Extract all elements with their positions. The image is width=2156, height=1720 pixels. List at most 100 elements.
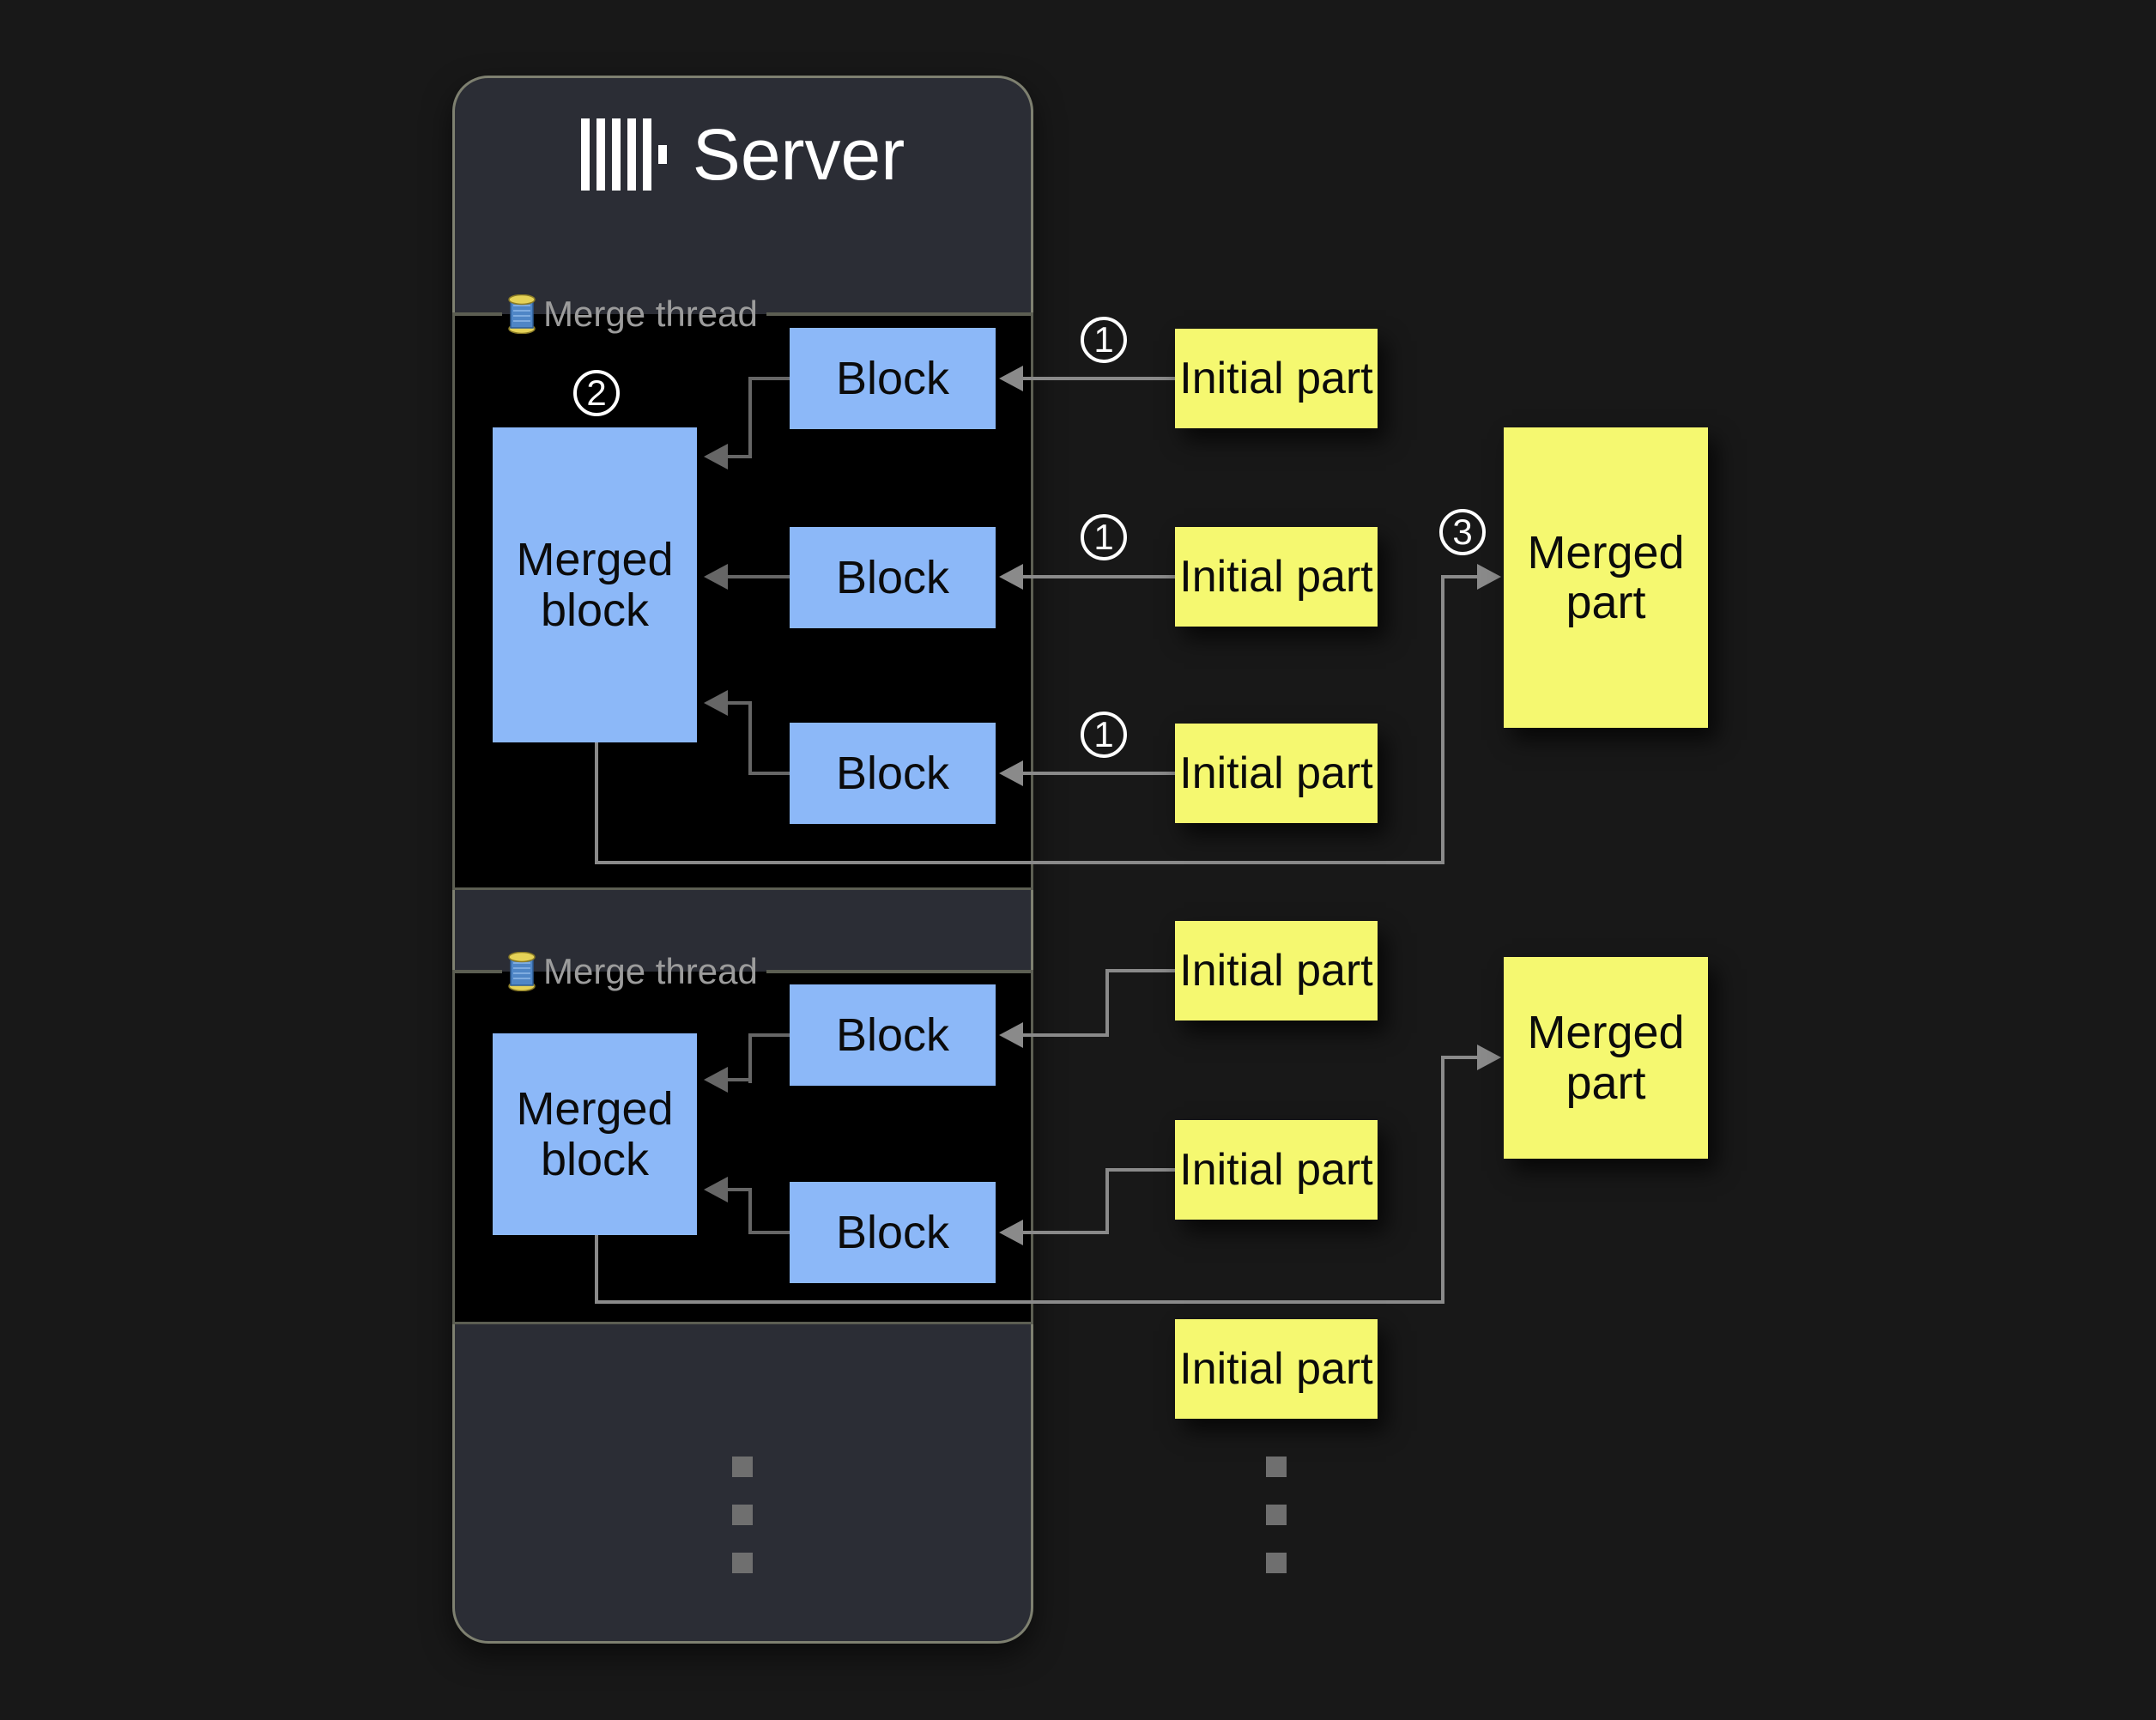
legend-line-right: [766, 970, 1033, 973]
merged-part-label: Merged part: [1527, 1007, 1685, 1109]
logo-dot: [657, 145, 667, 164]
arrowhead-into-merged-block: [704, 564, 728, 590]
connector-block1-drop: [748, 377, 752, 458]
merged-block-label: Merged block: [516, 1083, 674, 1185]
step-1-badge: 1: [1081, 317, 1127, 363]
connector-initial4-drop: [1105, 969, 1109, 1037]
connector-block2-entry: [726, 575, 790, 578]
initial-part-3: Initial part: [1175, 724, 1378, 823]
initial-part-label: Initial part: [1179, 748, 1373, 798]
connector-initial4-entry: [1021, 1033, 1107, 1037]
initial-part-4: Initial part: [1175, 921, 1378, 1020]
initial-part-label: Initial part: [1179, 353, 1373, 403]
connector-mergedblock2-down: [595, 1235, 598, 1304]
connector-mergedblock1-across: [595, 861, 1444, 864]
legend-line-left: [452, 970, 502, 973]
step-2-badge: 2: [573, 370, 620, 416]
block-label: Block: [835, 352, 950, 404]
connector-block4-entry: [726, 1078, 750, 1081]
block-label: Block: [835, 551, 950, 603]
connector-block1-entry: [726, 455, 750, 458]
legend-line-left: [452, 312, 502, 316]
block-5: Block: [790, 1182, 996, 1283]
arrowhead-into-block: [999, 1220, 1023, 1245]
block-1: Block: [790, 328, 996, 429]
arrowhead-into-block: [999, 760, 1023, 786]
block-label: Block: [835, 1008, 950, 1061]
merged-part-2: Merged part: [1504, 957, 1708, 1159]
merged-part-label: Merged part: [1527, 526, 1685, 628]
logo-bar: [642, 118, 651, 191]
arrowhead-into-merged-part: [1477, 1045, 1501, 1070]
thread-spool-icon: [508, 294, 536, 334]
connector-initial5-stub: [1107, 1168, 1176, 1172]
initial-part-label: Initial part: [1179, 1343, 1373, 1394]
arrowhead-into-block: [999, 366, 1023, 391]
merged-block-1: Merged block: [493, 427, 697, 742]
connector-initial3-to-block: [1021, 772, 1176, 775]
thread-spool-icon: [508, 952, 536, 991]
ellipsis-dot: [1266, 1457, 1287, 1477]
arrowhead-into-merged-block: [704, 444, 728, 469]
connector-block1-stub: [750, 377, 790, 380]
logo-bar: [580, 118, 590, 191]
connector-block3-rise: [748, 701, 752, 775]
block-label: Block: [835, 747, 950, 799]
connector-mergedpart2-entry: [1441, 1056, 1479, 1059]
step-number: 1: [1093, 714, 1114, 754]
step-number: 2: [586, 372, 607, 413]
connector-mergedblock1-down: [595, 742, 598, 864]
connector-mergedpart1-entry: [1441, 575, 1479, 578]
logo-bar: [611, 118, 621, 191]
connector-initial1-to-block: [1021, 377, 1176, 380]
initial-part-label: Initial part: [1179, 1144, 1373, 1195]
server-header: Server: [452, 112, 1033, 197]
ellipsis-dot: [1266, 1505, 1287, 1525]
ellipsis-dot: [732, 1553, 753, 1573]
connector-block5-rise: [748, 1188, 752, 1234]
logo-bar: [627, 118, 636, 191]
connector-block4-drop: [748, 1033, 752, 1083]
connector-block5-entry: [726, 1188, 750, 1191]
connector-initial5-drop: [1105, 1168, 1109, 1234]
arrowhead-into-merged-part: [1477, 564, 1501, 590]
step-3-badge: 3: [1439, 509, 1486, 555]
initial-part-6: Initial part: [1175, 1319, 1378, 1419]
block-2: Block: [790, 527, 996, 628]
initial-part-2: Initial part: [1175, 527, 1378, 627]
step-number: 1: [1093, 319, 1114, 360]
ellipsis-dot: [732, 1505, 753, 1525]
ellipsis-dot: [1266, 1553, 1287, 1573]
merged-block-2: Merged block: [493, 1033, 697, 1235]
merged-block-label: Merged block: [516, 534, 674, 636]
merge-thread-label: Merge thread: [543, 294, 758, 334]
merge-thread-label: Merge thread: [543, 951, 758, 991]
initial-part-label: Initial part: [1179, 551, 1373, 602]
connector-mergedblock2-up: [1441, 1056, 1444, 1304]
step-1-badge: 1: [1081, 712, 1127, 758]
merge-thread-legend-1: Merge thread: [452, 292, 1033, 336]
initial-part-5: Initial part: [1175, 1120, 1378, 1220]
merged-part-1: Merged part: [1504, 427, 1708, 728]
step-number: 1: [1093, 517, 1114, 557]
arrowhead-into-merged-block: [704, 1177, 728, 1202]
initial-part-label: Initial part: [1179, 945, 1373, 996]
step-1-badge: 1: [1081, 514, 1127, 560]
initial-part-1: Initial part: [1175, 329, 1378, 428]
legend-line-right: [766, 312, 1033, 316]
ellipsis-dot: [732, 1457, 753, 1477]
connector-block5-stub: [750, 1231, 790, 1234]
block-label: Block: [835, 1206, 950, 1258]
logo-bar: [596, 118, 605, 191]
connector-mergedblock2-across: [595, 1300, 1444, 1304]
connector-block3-stub: [750, 772, 790, 775]
connector-block4-stub: [750, 1033, 790, 1037]
connector-block3-entry: [726, 701, 750, 705]
connector-initial2-to-block: [1021, 575, 1176, 578]
arrowhead-into-merged-block: [704, 690, 728, 716]
arrowhead-into-merged-block: [704, 1067, 728, 1093]
server-title: Server: [692, 114, 905, 195]
connector-initial5-entry: [1021, 1231, 1107, 1234]
arrowhead-into-block: [999, 1022, 1023, 1048]
